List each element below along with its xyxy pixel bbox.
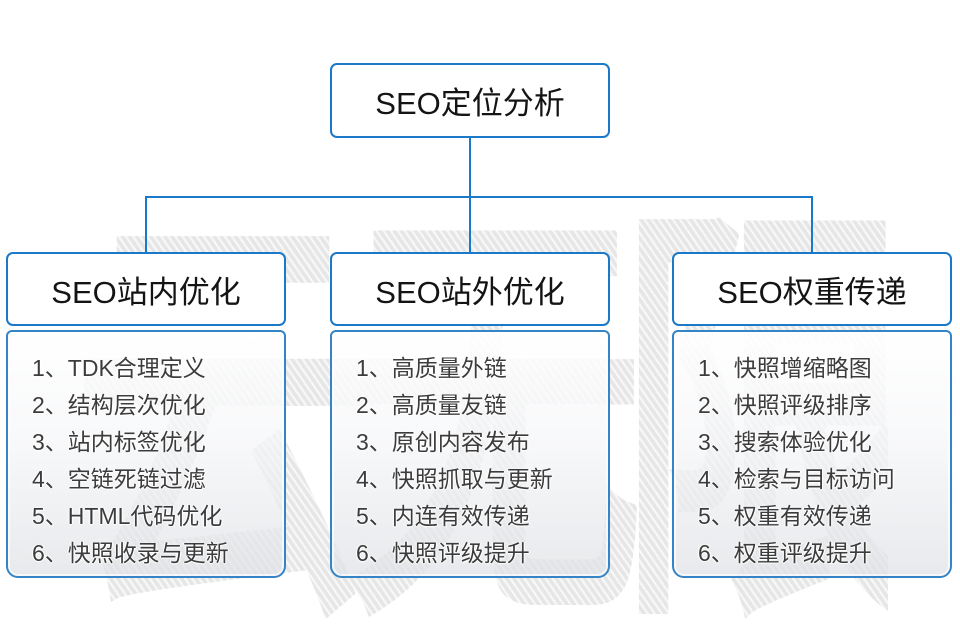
list-item: 5、HTML代码优化 [32,503,223,529]
connector-crossbar [145,196,813,198]
column-weight-panel: 1、快照增缩略图 2、快照评级排序 3、搜索体验优化 4、检索与目标访问 5、权… [672,330,952,578]
list-item: 3、站内标签优化 [32,429,206,455]
connector-drop-right [811,196,813,253]
column-offsite-header: SEO站外优化 [330,252,610,326]
list-item: 3、搜索体验优化 [698,429,872,455]
connector-trunk [469,138,471,197]
column-onsite-header: SEO站内优化 [6,252,286,326]
list-item: 2、高质量友链 [356,392,507,418]
list-item: 4、检索与目标访问 [698,466,895,492]
list-item: 4、空链死链过滤 [32,466,206,492]
list-item: 5、内连有效传递 [356,503,530,529]
list-item: 2、结构层次优化 [32,392,206,418]
list-item: 4、快照抓取与更新 [356,466,553,492]
column-onsite-panel: 1、TDK合理定义 2、结构层次优化 3、站内标签优化 4、空链死链过滤 5、H… [6,330,286,578]
column-weight-header: SEO权重传递 [672,252,952,326]
column-offsite-list: 1、高质量外链 2、高质量友链 3、原创内容发布 4、快照抓取与更新 5、内连有… [332,332,608,572]
column-onsite-list: 1、TDK合理定义 2、结构层次优化 3、站内标签优化 4、空链死链过滤 5、H… [8,332,284,572]
list-item: 1、快照增缩略图 [698,355,872,381]
connector-drop-middle [469,196,471,253]
list-item: 6、权重评级提升 [698,540,872,566]
list-item: 5、权重有效传递 [698,503,872,529]
list-item: 3、原创内容发布 [356,429,530,455]
connector-drop-left [145,196,147,253]
list-item: 6、快照评级提升 [356,540,530,566]
list-item: 1、高质量外链 [356,355,507,381]
column-onsite-title: SEO站内优化 [51,274,241,310]
list-item: 1、TDK合理定义 [32,355,206,381]
list-item: 6、快照收录与更新 [32,540,229,566]
column-offsite-panel: 1、高质量外链 2、高质量友链 3、原创内容发布 4、快照抓取与更新 5、内连有… [330,330,610,578]
column-offsite-title: SEO站外优化 [375,274,565,310]
list-item: 2、快照评级排序 [698,392,872,418]
column-weight-title: SEO权重传递 [717,274,907,310]
root-node-label: SEO定位分析 [375,86,565,121]
root-node: SEO定位分析 [330,63,610,138]
column-weight-list: 1、快照增缩略图 2、快照评级排序 3、搜索体验优化 4、检索与目标访问 5、权… [674,332,950,572]
